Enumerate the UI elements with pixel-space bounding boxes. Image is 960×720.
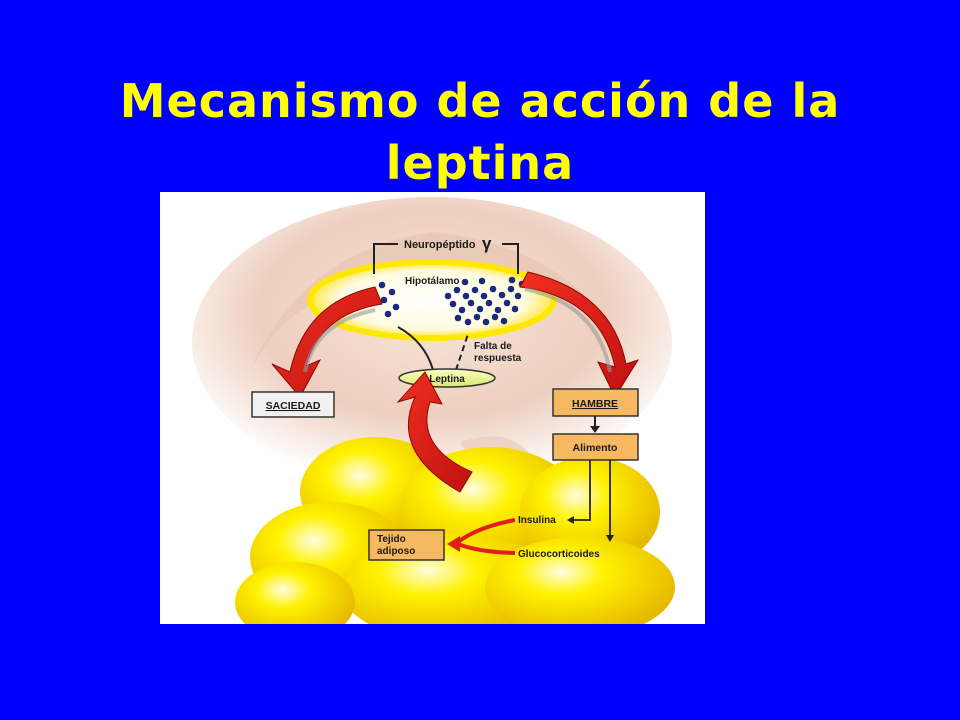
food-box xyxy=(552,433,639,461)
food-to-insulin-line xyxy=(572,460,591,521)
no-response-label-2: respuesta xyxy=(474,353,522,364)
neuropeptide-bracket xyxy=(373,243,519,274)
adipose-box xyxy=(368,529,445,561)
diagram-canvas: Neuropéptido γ Hipotálamo Falta de respu… xyxy=(192,197,675,624)
leptin-signal-line xyxy=(397,326,434,371)
hunger-box xyxy=(552,388,639,417)
insulin-label: Insulina xyxy=(518,515,556,526)
glucocorticoids-arrow xyxy=(457,542,516,555)
title-line-1: Mecanismo de acción de la xyxy=(119,74,841,128)
slide-title: Mecanismo de acción de la leptina xyxy=(0,70,960,194)
glucocorticoids-label: Glucocorticoides xyxy=(518,549,600,560)
insulin-arrow xyxy=(456,518,516,544)
adipose-tissue-blobs xyxy=(235,437,675,624)
adipose-label-2: adiposo xyxy=(377,546,415,557)
hypothalamus-label: Hipotálamo xyxy=(405,276,459,287)
neuropeptide-symbol: γ xyxy=(482,234,492,253)
hunger-label: HAMBRE xyxy=(572,398,618,410)
hunger-to-food-arrowhead xyxy=(590,426,600,433)
leptin-mechanism-diagram: Neuropéptido γ Hipotálamo Falta de respu… xyxy=(160,192,705,624)
satiety-box xyxy=(251,391,335,418)
food-to-glucocorticoids-arrowhead xyxy=(606,535,614,542)
adipose-arrowhead xyxy=(447,536,460,552)
food-to-insulin-arrowhead xyxy=(567,516,574,524)
title-line-2: leptina xyxy=(385,136,575,190)
no-response-label-1: Falta de xyxy=(474,341,512,352)
leptin-label: Leptina xyxy=(429,374,465,385)
adipose-label-1: Tejido xyxy=(377,534,406,545)
leptin-release-arrow xyxy=(396,371,473,493)
satiety-label: SACIEDAD xyxy=(266,400,321,412)
satiety-arrow-shadow xyxy=(303,308,376,373)
hunger-arrow-shadow xyxy=(524,287,612,373)
no-response-line xyxy=(455,333,469,371)
food-label: Alimento xyxy=(573,442,618,454)
brain-fold xyxy=(250,232,630,372)
neuropeptide-label: Neuropéptido xyxy=(404,239,476,251)
